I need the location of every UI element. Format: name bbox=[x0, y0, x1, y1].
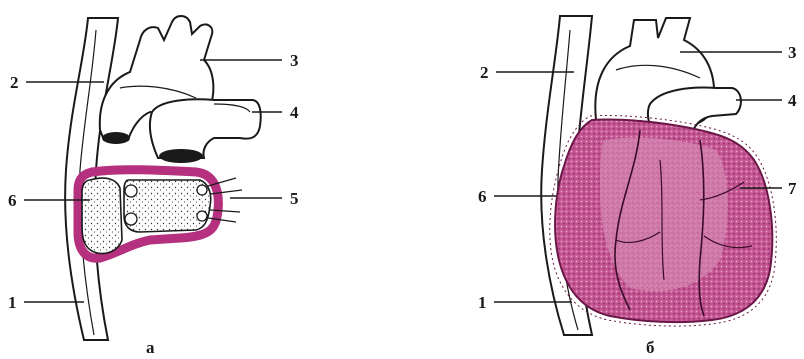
label-2-a: 2 bbox=[10, 73, 19, 92]
panel-b: 2 3 4 7 6 1 б bbox=[478, 16, 797, 357]
label-7-b: 7 bbox=[788, 179, 797, 198]
label-2-b: 2 bbox=[480, 63, 489, 82]
label-3-a: 3 bbox=[290, 51, 299, 70]
label-3-b: 3 bbox=[788, 43, 797, 62]
label-6-a: 6 bbox=[8, 191, 17, 210]
caption-a: а bbox=[146, 338, 155, 357]
caption-b: б bbox=[646, 338, 655, 357]
label-6-b: 6 bbox=[478, 187, 487, 206]
panel-a: 2 3 4 5 6 1 а bbox=[8, 16, 299, 357]
label-1-b: 1 bbox=[478, 293, 487, 312]
label-1-a: 1 bbox=[8, 293, 17, 312]
label-4-b: 4 bbox=[788, 91, 797, 110]
label-5-a: 5 bbox=[290, 189, 299, 208]
label-4-a: 4 bbox=[290, 103, 299, 122]
vein-block-a bbox=[82, 178, 122, 253]
